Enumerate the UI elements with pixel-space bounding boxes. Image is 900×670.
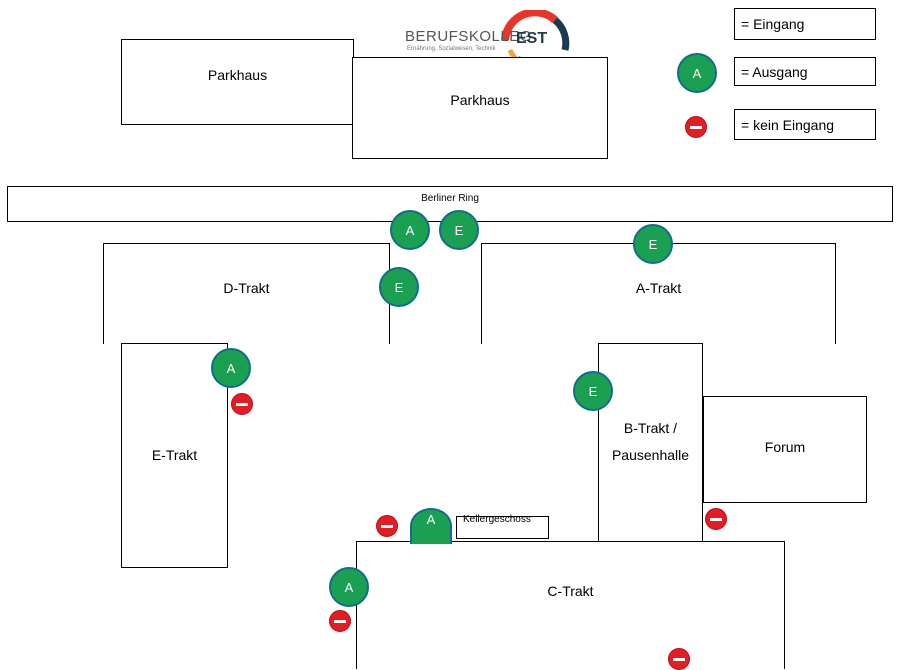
entrance-marker-berliner-ring: E	[439, 210, 479, 250]
b-trakt-building: B-Trakt / Pausenhalle	[598, 343, 703, 542]
legend-no-entry-icon	[685, 116, 707, 138]
forum-label: Forum	[764, 439, 806, 455]
legend-entrance-label: = Eingang	[741, 16, 805, 32]
logo-abbr: EST	[516, 30, 548, 47]
forum-building: Forum	[703, 396, 867, 503]
no-entry-icon-e-trakt	[231, 393, 253, 415]
a-trakt-label: A-Trakt	[635, 280, 682, 296]
street-label: Berliner Ring	[421, 193, 479, 204]
exit-marker-kellergeschoss: A	[410, 508, 452, 544]
c-trakt-label: C-Trakt	[547, 583, 594, 599]
legend-entrance: = Eingang	[734, 8, 876, 40]
legend-exit-marker: A	[677, 53, 717, 93]
parkhaus-1-label: Parkhaus	[207, 67, 268, 83]
legend-no-entry-label: = kein Eingang	[741, 116, 835, 133]
no-entry-icon-c-trakt-left	[329, 610, 351, 632]
exit-marker-c-trakt: A	[329, 567, 369, 607]
parkhaus-2-label: Parkhaus	[450, 92, 510, 108]
exit-marker-e-trakt: A	[211, 348, 251, 388]
b-trakt-label-line1: B-Trakt /	[623, 420, 678, 436]
kellergeschoss-label: Kellergeschoss	[463, 514, 531, 525]
e-trakt-building: E-Trakt	[121, 343, 228, 568]
entrance-marker-a-trakt: E	[633, 224, 673, 264]
b-trakt-label-line2: Pausenhalle	[611, 447, 690, 463]
c-trakt-building: C-Trakt	[356, 541, 785, 669]
e-trakt-label: E-Trakt	[151, 447, 198, 463]
legend-exit: = Ausgang	[734, 57, 876, 86]
no-entry-icon-kellergeschoss	[376, 515, 398, 537]
no-entry-icon-forum	[705, 508, 727, 530]
parkhaus-building-1: Parkhaus	[121, 39, 354, 125]
legend-no-entry: = kein Eingang	[734, 109, 876, 140]
exit-marker-berliner-ring: A	[390, 210, 430, 250]
parkhaus-building-2: Parkhaus	[352, 57, 608, 159]
kellergeschoss-box: Kellergeschoss	[456, 514, 549, 539]
legend-exit-label: = Ausgang	[741, 63, 808, 80]
entrance-marker-b-trakt: E	[573, 371, 613, 411]
d-trakt-label: D-Trakt	[223, 280, 270, 296]
no-entry-icon-c-trakt-bottom	[668, 648, 690, 670]
logo-name: BERUFSKOLLEG	[405, 28, 532, 45]
entrance-marker-d-trakt: E	[379, 267, 419, 307]
logo-tagline: Ernährung, Sozialwesen, Technik	[407, 46, 496, 52]
d-trakt-building: D-Trakt	[103, 243, 390, 344]
